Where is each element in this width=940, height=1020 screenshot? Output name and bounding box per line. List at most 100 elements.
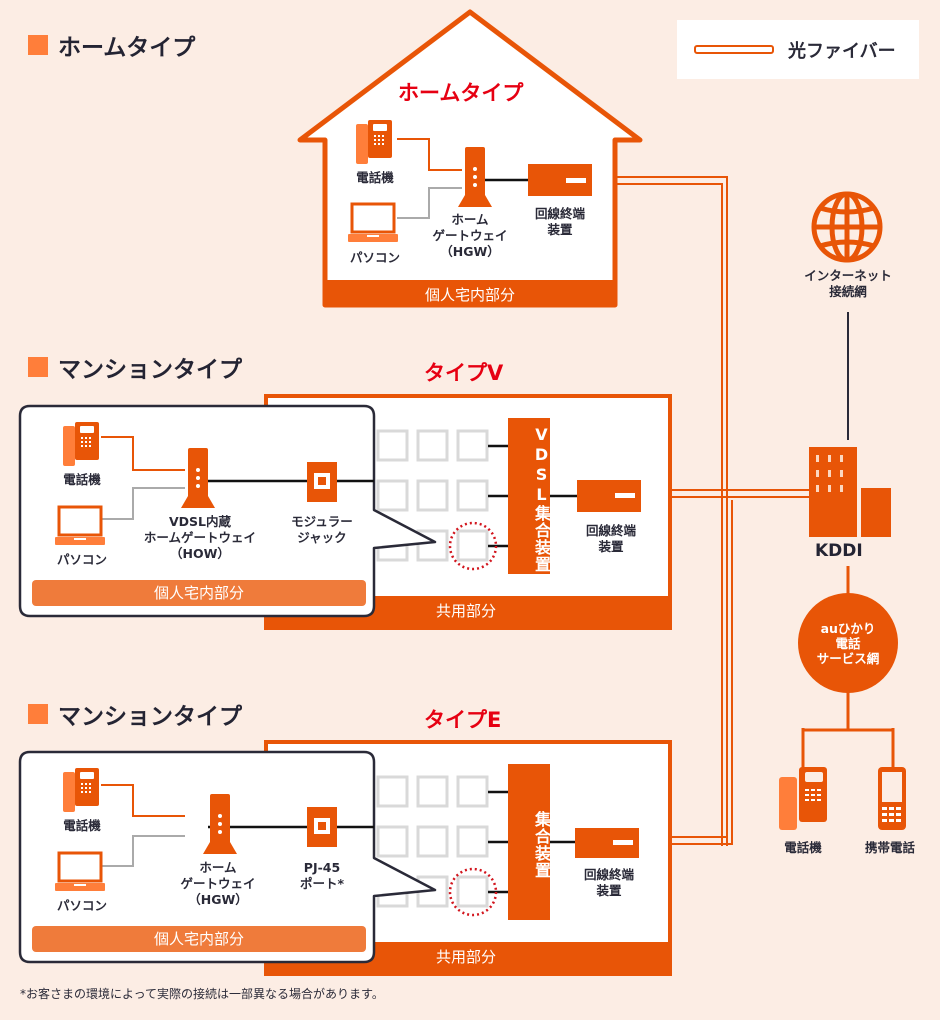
au-network-circle — [798, 593, 898, 693]
gateway-label-v: VDSL内蔵 ホームゲートウェイ （HOW） — [138, 514, 262, 562]
gateway-label-line: （HGW） — [440, 244, 500, 259]
onu-label-line: 装置 — [596, 883, 622, 898]
house-title: ホームタイプ — [398, 81, 524, 105]
port-label-e: PJ-45 ポート* — [290, 860, 354, 892]
gateway-label-line: ホーム — [451, 212, 489, 227]
legend-label: 光ファイバー — [788, 40, 896, 62]
kddi-building-icon — [809, 447, 891, 537]
onu-label-line: 回線終端 — [585, 523, 636, 538]
onu-label-v: 回線終端 装置 — [578, 523, 644, 555]
pj45-port-icon — [307, 807, 337, 847]
highlight-circle-e — [448, 867, 498, 917]
section-title-home: ホームタイプ — [28, 28, 195, 62]
pc-label-v: パソコン — [56, 552, 107, 567]
type-v-title: タイプV — [424, 361, 504, 385]
vdsl-aggregator — [508, 418, 550, 574]
onu-icon-e — [575, 828, 639, 858]
jack-label-v: モジュラー ジャック — [282, 514, 362, 546]
onu-label-line: 装置 — [547, 222, 573, 237]
laptop-icon-e — [55, 851, 105, 891]
footnote: *お客さまの環境によって実際の接続は一部異なる場合があります。 — [20, 987, 384, 1001]
section-title-mansion-e: マンションタイプ — [28, 697, 242, 731]
shared-area-band-v: 共用部分 — [435, 602, 496, 620]
vdsl-aggregator-label: VDSL集合装置 — [532, 425, 551, 573]
gateway-label-line: （HGW） — [188, 892, 248, 907]
private-area-band-v: 個人宅内部分 — [32, 580, 366, 606]
mobile-phone-icon — [878, 767, 906, 830]
onu-label: 回線終端 装置 — [527, 206, 593, 238]
au-label-line: auひかり — [820, 621, 876, 636]
gateway-label-line: ホームゲートウェイ — [143, 530, 257, 545]
legend: 光ファイバー — [677, 20, 919, 79]
private-area-band-e: 個人宅内部分 — [32, 926, 366, 952]
onu-icon — [528, 164, 592, 196]
modular-jack-icon — [307, 462, 337, 502]
au-connector-bottom — [801, 690, 895, 768]
jack-label-line: モジュラー — [291, 514, 353, 529]
pc-label-e: パソコン — [56, 898, 107, 913]
gateway-label-line: VDSL内蔵 — [168, 514, 232, 529]
aggregator-e — [508, 764, 550, 920]
gateway-label-line: ゲートウェイ — [180, 876, 256, 891]
pc-label: パソコン — [349, 250, 400, 265]
section-title-mansion-v: マンションタイプ — [28, 350, 242, 384]
port-label-line: PJ-45 — [303, 860, 341, 875]
gateway-label-line: （HOW） — [170, 546, 230, 561]
onu-label-line: 装置 — [598, 539, 624, 554]
desk-phone-icon — [779, 767, 827, 830]
phone-icon-e — [63, 768, 99, 812]
section-title-text: マンションタイプ — [58, 357, 242, 383]
internet-label-line: インターネット — [804, 268, 892, 283]
gateway-label-line: ホーム — [199, 860, 237, 875]
phone-icon — [356, 120, 392, 164]
au-network-label: auひかり 電話 サービス網 — [808, 621, 888, 666]
jack-label-line: ジャック — [297, 530, 347, 545]
desk-phone-label: 電話機 — [784, 840, 822, 855]
pc-cable-e — [101, 835, 185, 867]
onu-label-line: 回線終端 — [534, 206, 585, 221]
aggregator-label-e: 集合装置 — [532, 811, 551, 879]
laptop-icon-v — [55, 505, 105, 545]
gateway-icon-v — [181, 448, 215, 508]
phone-label-e: 電話機 — [63, 818, 101, 833]
port-label-line: ポート* — [299, 876, 345, 891]
phone-cable — [397, 138, 462, 171]
phone-label-v: 電話機 — [63, 472, 101, 487]
phone-cable-v — [101, 436, 185, 471]
internet-label: インターネット 接続網 — [788, 268, 908, 300]
phone-icon-v — [63, 422, 99, 466]
gateway-icon — [458, 147, 492, 207]
callout-e — [18, 750, 437, 964]
private-area-band: 個人宅内部分 — [424, 286, 515, 304]
gateway-label-line: ゲートウェイ — [432, 228, 508, 243]
gateway-icon-e — [203, 794, 237, 854]
internet-label-line: 接続網 — [829, 284, 867, 299]
au-label-line: 電話 — [835, 636, 861, 651]
pc-cable — [397, 187, 462, 219]
onu-icon-v — [577, 480, 641, 512]
highlight-circle-v — [448, 521, 498, 571]
globe-icon — [811, 191, 883, 263]
gateway-label-e: ホーム ゲートウェイ （HGW） — [172, 860, 264, 908]
laptop-icon — [348, 202, 398, 242]
section-title-text: マンションタイプ — [58, 704, 242, 730]
onu-label-e: 回線終端 装置 — [576, 867, 642, 899]
section-square-icon — [28, 704, 48, 724]
gateway-label: ホーム ゲートウェイ （HGW） — [425, 212, 515, 260]
phone-cable-e — [101, 784, 185, 817]
mask — [715, 846, 740, 1020]
shared-area-band-e: 共用部分 — [435, 948, 496, 966]
section-square-icon — [28, 357, 48, 377]
section-title-text: ホームタイプ — [58, 35, 196, 61]
fiber-line-legend-icon — [694, 45, 774, 54]
mobile-phone-label: 携帯電話 — [864, 840, 915, 855]
aggregator-cables-v — [488, 444, 577, 548]
section-square-icon — [28, 35, 48, 55]
pc-cable-v — [101, 487, 185, 520]
type-e-title: タイプE — [424, 708, 502, 732]
kddi-label: KDDI — [815, 541, 863, 561]
onu-label-line: 回線終端 — [583, 867, 634, 882]
phone-label: 電話機 — [356, 170, 394, 185]
aggregator-cables-e — [488, 790, 575, 894]
